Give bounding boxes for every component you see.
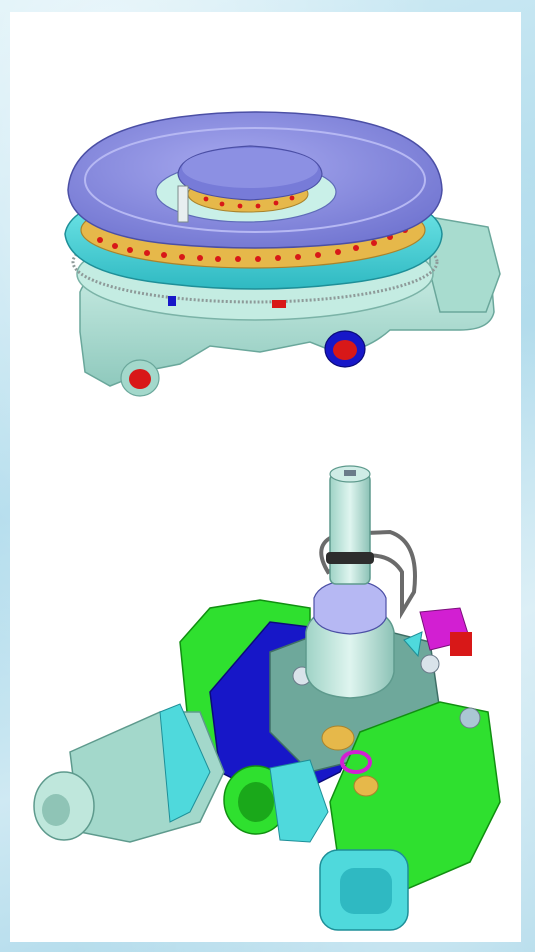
valve-spindle-flat [344,470,356,476]
burner-blue-clip [168,296,176,306]
valve-cyan-outlet-bore [340,868,392,914]
burner-outlet-red [333,340,357,360]
valve-spindle-shaft [329,473,371,585]
valve-spring-clip [319,529,417,620]
valve-green-outlet-bore [238,782,274,822]
gas-valve-illustration [33,465,501,931]
burner-inlet-red [129,369,151,389]
valve-spindle-collar [313,579,387,635]
valve-brass-plug-2 [353,775,379,797]
igniter-electrode [177,185,189,223]
valve-magenta-ring [340,750,372,774]
valve-cyan-cone [403,631,423,658]
burner-red-detail [272,300,286,308]
valve-green-housing-right [329,701,501,893]
valve-screw-side [459,707,481,729]
burner-inner-ports [203,195,295,209]
gas-burner-illustration [64,111,501,397]
valve-cyan-cylinder [269,759,329,843]
illustration-panel [10,12,521,942]
illustration-canvas [33,111,501,931]
valve-red-detail [450,632,472,656]
burner-crown-rim-highlight [84,127,426,233]
valve-screw-right [420,654,440,674]
valve-cyan-collar [159,703,211,823]
valve-brass-plug [321,725,355,751]
valve-spindle-ring [326,552,374,564]
burner-inner-cap-top [182,148,318,188]
valve-left-nozzle-bore [42,794,70,826]
